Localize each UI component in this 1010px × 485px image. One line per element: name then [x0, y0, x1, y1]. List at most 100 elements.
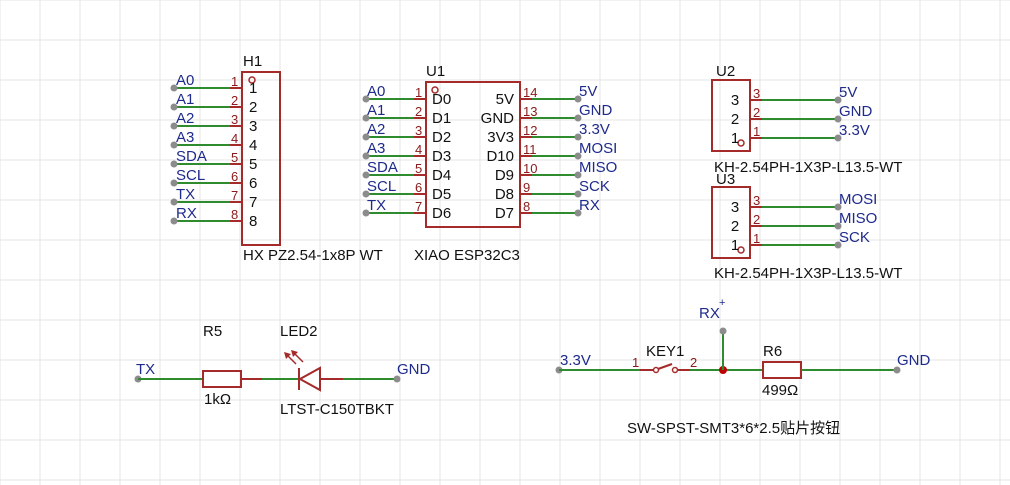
pin-number: 1 [753, 231, 760, 246]
r6-ref: R6 [763, 343, 782, 360]
pin-name: 6 [249, 175, 257, 192]
net-label-rx: RX [699, 305, 720, 322]
pin-number: 5 [231, 150, 238, 165]
net-label: SCK [579, 178, 610, 195]
net-label: MISO [579, 159, 617, 176]
pin-name: D10 [486, 148, 514, 165]
pin-name: 2 [731, 111, 739, 128]
r6-value: 499Ω [762, 382, 798, 399]
led2-value: LTST-C150TBKT [280, 401, 394, 418]
net-label-gnd: GND [897, 352, 931, 369]
net-dot-icon [170, 217, 178, 225]
pin-number: 8 [523, 199, 530, 214]
net-dot-icon [362, 209, 370, 217]
pin-number: 6 [415, 180, 422, 195]
net-dot-icon [362, 114, 370, 122]
net-dot-icon [574, 95, 582, 103]
net-label: GND [579, 102, 613, 119]
led2-ref: LED2 [280, 323, 318, 340]
key1-value: SW-SPST-SMT3*6*2.5贴片按钮 [627, 420, 840, 437]
net-dot-icon [170, 103, 178, 111]
pin-number: 3 [753, 193, 760, 208]
pin-number: 4 [231, 131, 238, 146]
net-dot-icon [834, 203, 842, 211]
net-dot-icon [574, 171, 582, 179]
pin-number: 8 [231, 207, 238, 222]
pin-name: D4 [432, 167, 451, 184]
led-circuit[interactable]: TX R5 1kΩ LED2 GND LTST-C150TBKT [134, 323, 431, 418]
h1-ref: H1 [243, 53, 262, 70]
net-dot-icon [393, 375, 401, 383]
pin-number: 6 [231, 169, 238, 184]
net-label: A1 [176, 91, 194, 108]
u1-ref: U1 [426, 63, 445, 80]
pin[interactable]: GND 22 [731, 103, 873, 128]
net-dot-icon [834, 96, 842, 104]
net-dot-icon [170, 122, 178, 130]
net-dot-icon [834, 222, 842, 230]
switch-circuit[interactable]: 3.3V KEY1 1 2 RX + R6 499Ω GND SW-SPST-S… [555, 297, 931, 437]
u1-body [425, 81, 521, 228]
net-label-gnd: GND [397, 361, 431, 378]
pin-name: 2 [731, 218, 739, 235]
net-label: GND [839, 103, 873, 120]
pin1-marker-icon [737, 139, 745, 147]
net-label: TX [176, 186, 195, 203]
net-dot-icon [362, 152, 370, 160]
net-label: MOSI [839, 191, 877, 208]
key1-ref: KEY1 [646, 343, 684, 360]
u2-ref: U2 [716, 63, 735, 80]
net-label: A0 [176, 72, 194, 89]
pin-name: D7 [495, 205, 514, 222]
net-label: A1 [367, 102, 385, 119]
net-dot-icon [362, 95, 370, 103]
key1-pin2: 2 [690, 355, 697, 370]
pin-number: 3 [231, 112, 238, 127]
u2-body [711, 79, 751, 152]
r6-resistor-icon [762, 361, 802, 379]
net-dot-icon [362, 190, 370, 198]
net-dot-icon [574, 209, 582, 217]
pin1-marker-icon [248, 76, 256, 84]
net-label: 5V [839, 84, 857, 101]
pin-name: 2 [249, 99, 257, 116]
net-dot-icon [574, 133, 582, 141]
pin-name: 3V3 [487, 129, 514, 146]
pin-name: D0 [432, 91, 451, 108]
pin-number: 2 [753, 105, 760, 120]
pin-number: 3 [753, 86, 760, 101]
pin-number: 2 [231, 93, 238, 108]
pin-name: 3 [249, 118, 257, 135]
